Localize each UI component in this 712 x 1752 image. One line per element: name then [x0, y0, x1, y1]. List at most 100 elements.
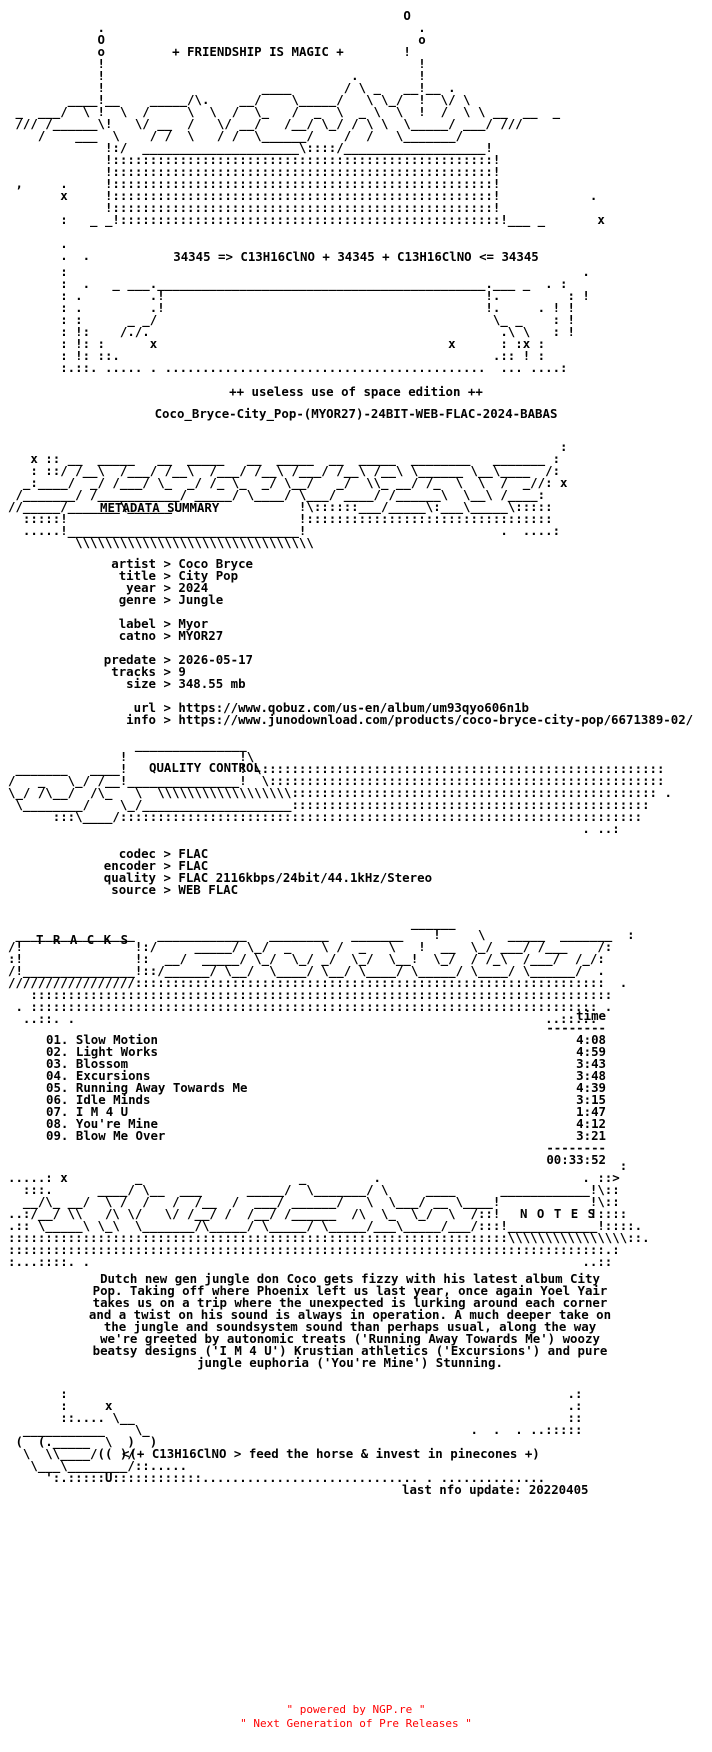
metadata-key: tracks: [111, 664, 156, 679]
quality-row: encoder > FLAC: [66, 858, 432, 873]
quality-ascii-header: _______________ ! !\ _______ ____! ! \::…: [8, 737, 672, 836]
metadata-key: catno: [118, 628, 156, 643]
metadata-section-title: METADATA SUMMARY: [100, 500, 220, 515]
metadata-ascii-header: : x :: __ _____ __ _____ __ _____ __ ___…: [8, 439, 568, 550]
separator: >: [156, 592, 179, 607]
track-number: 05.: [46, 1080, 69, 1095]
track-time: 3:15: [576, 1092, 606, 1107]
track-time: 4:08: [576, 1032, 606, 1047]
tracks-section-title: T R A C K S: [36, 932, 130, 947]
quality-key: quality: [103, 870, 156, 885]
signoff-ascii-art: : .: : x .: ::.... \__: [15, 1386, 583, 1461]
track-name: Slow Motion: [75, 1032, 158, 1047]
header-ascii-art: O . . O o o + FRIENDSHIP IS MAGIC + ! !: [15, 8, 605, 263]
separator: >: [156, 700, 179, 715]
metadata-key: genre: [118, 592, 156, 607]
separator: >: [156, 580, 179, 595]
notes-line: jungle euphoria ('You're Mine') Stunning…: [197, 1355, 503, 1370]
track-name: Blow Me Over: [75, 1128, 166, 1143]
track-name: I M 4 U: [75, 1104, 129, 1119]
metadata-row: predate > 2026-05-17: [66, 652, 693, 667]
metadata-value: 2024: [178, 580, 209, 595]
quality-row: quality > FLAC 2116kbps/24bit/44.1kHz/St…: [66, 870, 433, 885]
track-name: You're Mine: [75, 1116, 158, 1131]
track-name: Blossom: [75, 1056, 129, 1071]
track-row: 05. Running Away Towards Me 4:39: [46, 1080, 606, 1095]
metadata-row: label > Myor: [66, 616, 693, 631]
track-row: 01. Slow Motion 4:08: [46, 1032, 606, 1047]
separator: >: [156, 858, 179, 873]
quality-value: WEB FLAC: [178, 882, 239, 897]
metadata-row: genre > Jungle: [66, 592, 693, 607]
track-name: Running Away Towards Me: [75, 1080, 248, 1095]
separator: >: [156, 628, 179, 643]
metadata-value: Myor: [178, 616, 209, 631]
metadata-row: year > 2024: [66, 580, 693, 595]
track-row: 07. I M 4 U 1:47: [46, 1104, 606, 1119]
track-number: 02.: [46, 1044, 69, 1059]
metadata-key: title: [118, 568, 156, 583]
metadata-key: artist: [111, 556, 156, 571]
separator: >: [156, 568, 179, 583]
track-number: 08.: [46, 1116, 69, 1131]
footer-line-2: " Next Generation of Pre Releases ": [240, 1717, 472, 1730]
separator: >: [156, 652, 179, 667]
edition-line: ++ useless use of space edition ++: [229, 384, 483, 399]
track-number: 07.: [46, 1104, 69, 1119]
tracklist-rule: --------: [46, 1141, 606, 1154]
metadata-value: Jungle: [178, 592, 224, 607]
metadata-key: url: [133, 700, 156, 715]
track-row: 03. Blossom 3:43: [46, 1056, 606, 1071]
signoff-text: <(+ C13H16ClNO > feed the horse & invest…: [122, 1446, 540, 1461]
notes-line: Dutch new gen jungle don Coco gets fizzy…: [100, 1271, 600, 1286]
tracklist-total-text: 00:33:52: [546, 1152, 606, 1167]
metadata-row: title > City Pop: [66, 568, 693, 583]
metadata-key: year: [126, 580, 156, 595]
tracklist-header-text: time: [576, 1008, 606, 1023]
track-time: 4:39: [576, 1080, 606, 1095]
quality-row: source > WEB FLAC: [66, 882, 432, 897]
track-name: Excursions: [75, 1068, 151, 1083]
quality-value: FLAC: [178, 858, 209, 873]
metadata-value: City Pop: [178, 568, 239, 583]
separator: >: [156, 870, 179, 885]
release-name: Coco_Bryce-City_Pop-(MYOR27)-24BIT-WEB-F…: [154, 406, 558, 421]
signoff-ascii-art-lower: \___\________/::..... ':.:::::U:::::::::…: [30, 1458, 546, 1485]
metadata-value[interactable]: https://www.qobuz.com/us-en/album/um93qy…: [178, 700, 530, 715]
separator: >: [156, 712, 179, 727]
track-time: 4:59: [576, 1044, 606, 1059]
separator: >: [156, 616, 179, 631]
track-number: 03.: [46, 1056, 69, 1071]
quality-row: codec > FLAC: [66, 846, 432, 861]
separator: >: [156, 556, 179, 571]
track-time: 3:43: [576, 1056, 606, 1071]
notes-line: we're greeted by autonomic treats ('Runn…: [100, 1331, 600, 1346]
tracklist-rule: --------: [46, 1021, 606, 1034]
metadata-value: 348.55 mb: [178, 676, 246, 691]
track-number: 01.: [46, 1032, 69, 1047]
metadata-row: url > https://www.qobuz.com/us-en/album/…: [66, 700, 693, 715]
quality-key: encoder: [103, 858, 156, 873]
footer-line-1[interactable]: " powered by NGP.re ": [286, 1703, 426, 1716]
separator: >: [156, 846, 179, 861]
quality-value: FLAC: [178, 846, 209, 861]
metadata-key: label: [118, 616, 156, 631]
metadata-row: tracks > 9: [66, 664, 693, 679]
header-ascii-art-lower: : . : . _ ___.__________________________…: [60, 264, 590, 375]
quality-value: FLAC 2116kbps/24bit/44.1kHz/Stereo: [178, 870, 433, 885]
notes-line: beatsy designs ('I M 4 U') Krustian athl…: [92, 1343, 608, 1358]
metadata-key: predate: [103, 652, 156, 667]
metadata-row: size > 348.55 mb: [66, 676, 693, 691]
separator: >: [156, 676, 179, 691]
tracklist-header: time: [46, 1008, 606, 1023]
metadata-row: catno > MYOR27: [66, 628, 693, 643]
track-time: 1:47: [576, 1104, 606, 1119]
notes-text: Dutch new gen jungle don Coco gets fizzy…: [20, 1271, 680, 1370]
notes-line: Pop. Taking off where Phoenix left us la…: [92, 1283, 608, 1298]
metadata-value[interactable]: https://www.junodownload.com/products/co…: [178, 712, 694, 727]
